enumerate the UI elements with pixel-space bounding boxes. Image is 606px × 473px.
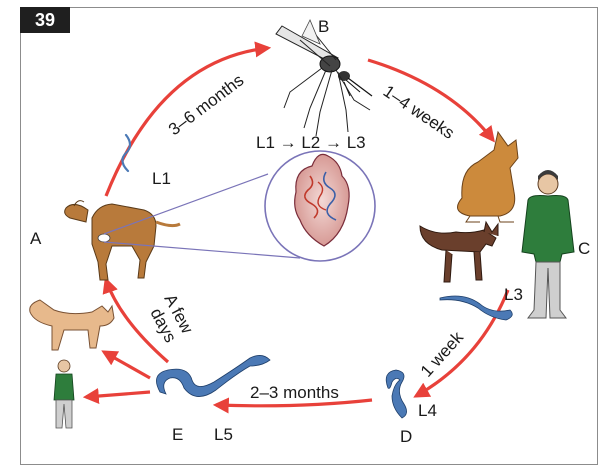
larval-development-label: L1 → L2 → L3 bbox=[256, 133, 366, 152]
zoom-line-top bbox=[104, 174, 268, 234]
stage-label-c: C bbox=[578, 239, 590, 258]
larva-label-l3: L3 bbox=[504, 285, 523, 304]
small-man-illustration bbox=[54, 360, 74, 428]
stage-label-a: A bbox=[30, 229, 42, 248]
stage-label-b: B bbox=[318, 17, 329, 36]
standing-man-illustration bbox=[522, 170, 574, 318]
dark-cat-illustration bbox=[420, 222, 498, 282]
l1-microfilaria bbox=[122, 135, 130, 171]
larva-label-l1: L1 bbox=[152, 169, 171, 188]
larva-label-l4: L4 bbox=[418, 401, 437, 420]
mosquito-illustration bbox=[276, 20, 372, 136]
duration-d-to-e: 2–3 months bbox=[250, 383, 339, 402]
stage-label-e: E bbox=[172, 425, 183, 444]
duration-c-to-d: 1 week bbox=[417, 328, 467, 381]
duration-b-to-c: 1–4 weeks bbox=[380, 82, 458, 143]
l4-larva bbox=[386, 370, 406, 418]
sitting-dog-illustration bbox=[458, 132, 519, 222]
tan-cat-illustration bbox=[30, 300, 114, 350]
stage-label-d: D bbox=[400, 427, 412, 446]
larva-label-l5: L5 bbox=[214, 425, 233, 444]
heart-inset bbox=[265, 151, 375, 261]
arrow-e-to-cat bbox=[104, 352, 150, 378]
duration-a-to-b: 3–6 months bbox=[165, 71, 247, 140]
zoom-line-bottom bbox=[104, 242, 300, 258]
arrow-e-to-human bbox=[86, 392, 150, 397]
